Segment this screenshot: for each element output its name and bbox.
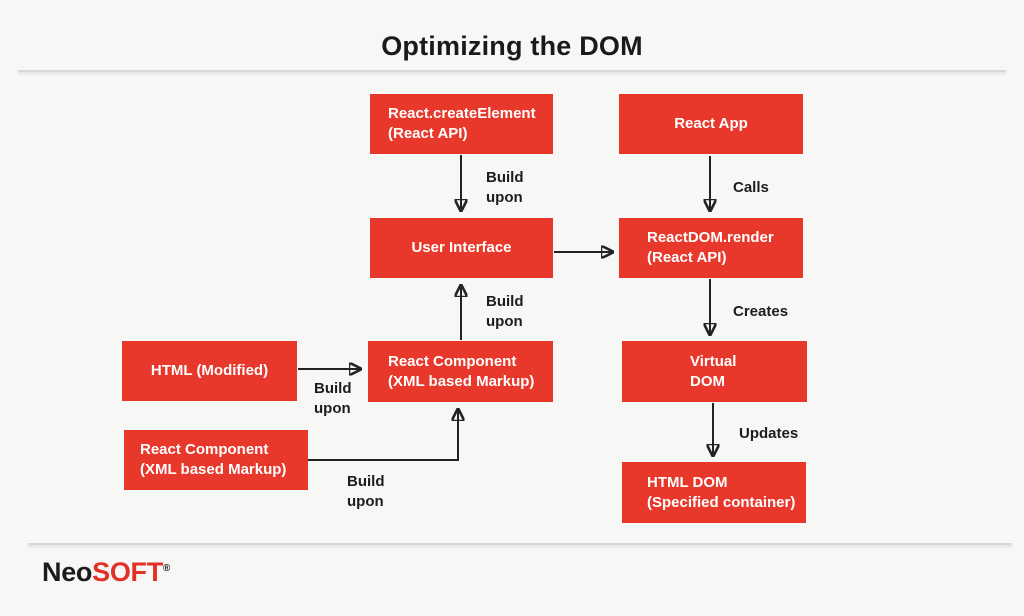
edge-label-build-upon-mid: Build upon	[486, 293, 524, 330]
node-reactdom-render: ReactDOM.render (React API)	[619, 218, 803, 278]
edge-label-calls: Calls	[733, 179, 769, 196]
node-label: User Interface	[411, 239, 512, 256]
node-label: HTML DOM (Specified container)	[647, 473, 796, 511]
edge-label-updates: Updates	[739, 425, 799, 442]
title-divider	[18, 70, 1006, 72]
node-label: ReactDOM.render (React API)	[647, 229, 774, 266]
logo-text-soft: SOFT	[92, 557, 163, 587]
node-user-interface: User Interface	[370, 218, 553, 278]
node-label: React.createElement (React API)	[388, 105, 536, 142]
node-label: React Component (XML based Markup)	[140, 441, 287, 478]
node-label: React Component (XML based Markup)	[388, 352, 535, 390]
node-label: HTML (Modified)	[150, 362, 269, 379]
edge-label-creates: Creates	[733, 303, 789, 320]
node-react-app: React App	[619, 94, 803, 154]
page-title: Optimizing the DOM	[381, 31, 643, 61]
node-label: React App	[674, 115, 748, 132]
node-react-component-bottom: React Component (XML based Markup)	[124, 430, 308, 490]
node-label: Virtual DOM	[690, 352, 737, 390]
edge-label-build-upon-left: Build upon	[314, 380, 352, 417]
edge-label-build-upon-bottom: Build upon	[347, 473, 385, 510]
neosoft-logo: NeoSOFT®	[42, 558, 170, 586]
edge-label-build-upon-top: Build upon	[486, 169, 524, 206]
registered-mark-icon: ®	[162, 563, 170, 574]
footer-divider	[28, 543, 1012, 545]
node-html-dom: HTML DOM (Specified container)	[622, 462, 806, 523]
node-html-modified: HTML (Modified)	[122, 341, 297, 401]
logo-text-neo: Neo	[42, 557, 93, 587]
node-react-createelement: React.createElement (React API)	[370, 94, 553, 154]
node-react-component-middle: React Component (XML based Markup)	[368, 341, 553, 402]
node-virtual-dom: Virtual DOM	[622, 341, 807, 402]
